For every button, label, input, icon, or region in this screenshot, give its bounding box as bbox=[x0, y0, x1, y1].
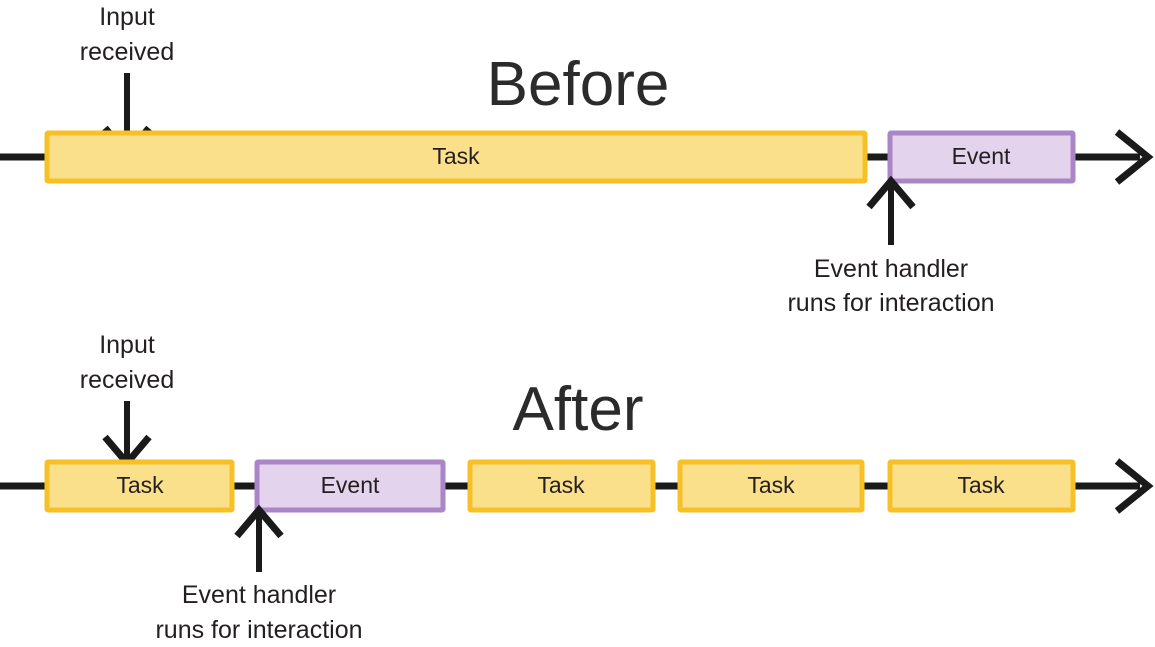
block-event-after-1[interactable]: Event bbox=[254, 459, 446, 513]
input-received-after-label-line2: received bbox=[80, 366, 175, 394]
event-handler-annotation-before: Event handler runs for interaction bbox=[787, 175, 995, 317]
block-task-after-4-rect[interactable] bbox=[887, 459, 1076, 513]
timeline-arrow-head-after bbox=[1114, 458, 1154, 514]
event-handler-label-line2: runs for interaction bbox=[787, 289, 994, 317]
block-event-after-1-label: Event bbox=[321, 472, 380, 498]
event-handler-arrow-up-icon bbox=[866, 175, 916, 245]
input-received-after-label-line1: Input bbox=[99, 331, 155, 359]
block-task-after-2-rect[interactable] bbox=[467, 459, 656, 513]
input-received-label-line1: Input bbox=[99, 3, 155, 31]
block-task-after-4[interactable]: Task bbox=[887, 459, 1076, 513]
block-task-after-2[interactable]: Task bbox=[467, 459, 656, 513]
event-handler-label-line1: Event handler bbox=[814, 255, 968, 283]
block-task-after-1-label: Task bbox=[116, 472, 164, 498]
block-task-after-1-rect[interactable] bbox=[44, 459, 235, 513]
block-task-before-1[interactable]: Task bbox=[44, 130, 868, 184]
block-task-after-3-rect[interactable] bbox=[677, 459, 865, 513]
timeline-arrow-head-before bbox=[1114, 129, 1154, 185]
section-title-before: Before bbox=[487, 50, 670, 119]
section-before: Before Input received Task bbox=[0, 3, 1154, 317]
block-event-before-1-label: Event bbox=[952, 143, 1011, 169]
section-after: After Input received Task bbox=[0, 331, 1154, 644]
block-event-after-1-rect[interactable] bbox=[254, 459, 446, 513]
block-event-before-1-rect[interactable] bbox=[887, 130, 1076, 184]
block-task-before-1-rect[interactable] bbox=[44, 130, 868, 184]
block-event-before-1[interactable]: Event bbox=[887, 130, 1076, 184]
block-task-after-4-label: Task bbox=[957, 472, 1005, 498]
block-task-after-1[interactable]: Task bbox=[44, 459, 235, 513]
event-handler-after-label-line1: Event handler bbox=[182, 581, 336, 609]
event-handler-after-arrow-up-icon bbox=[234, 504, 284, 572]
block-task-after-2-label: Task bbox=[537, 472, 585, 498]
block-task-before-1-label: Task bbox=[432, 143, 480, 169]
section-title-after: After bbox=[513, 375, 644, 444]
event-handler-annotation-after: Event handler runs for interaction bbox=[155, 504, 363, 644]
block-task-after-3-label: Task bbox=[747, 472, 795, 498]
input-received-annotation-after: Input received bbox=[80, 331, 175, 469]
input-received-after-arrow-down-icon bbox=[102, 401, 152, 469]
block-task-after-3[interactable]: Task bbox=[677, 459, 865, 513]
input-received-label-line2: received bbox=[80, 38, 175, 66]
input-received-annotation-before: Input received bbox=[80, 3, 175, 160]
event-handler-after-label-line2: runs for interaction bbox=[155, 616, 362, 644]
